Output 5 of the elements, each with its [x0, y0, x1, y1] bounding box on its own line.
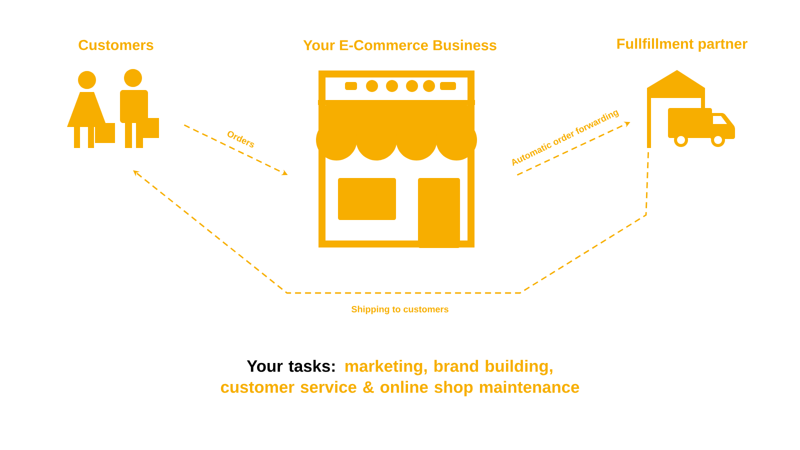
task-text: Your tasks: marketing, brand building, customer service & online shop maintenance: [220, 360, 580, 396]
heading: Fullfillment partner: [617, 38, 748, 52]
heading: Customers: [78, 40, 154, 50]
edge-label: Shipping to customers: [350, 304, 450, 316]
heading: Your E-Commerce Business: [303, 40, 496, 50]
